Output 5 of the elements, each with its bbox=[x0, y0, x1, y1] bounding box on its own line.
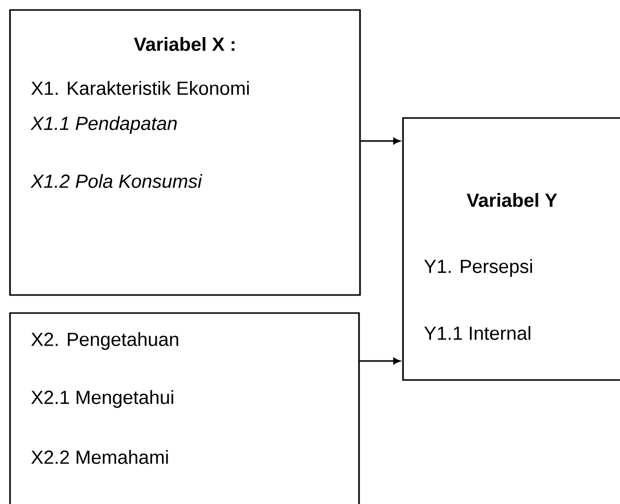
text-box: Variabel X : X1. Karakteristik Ekonomi X1.1 Pendapatan X1.2 Pola Konsumsi bbox=[9, 9, 361, 296]
text-box: Variabel Y Y1. Persepsi Y1.1 Internal bbox=[402, 117, 620, 381]
text-box: X2. Pengetahuan X2.1 Mengetahui X2.2 Memahami bbox=[9, 312, 360, 504]
arrow bbox=[360, 138, 400, 144]
arrow bbox=[360, 358, 400, 364]
